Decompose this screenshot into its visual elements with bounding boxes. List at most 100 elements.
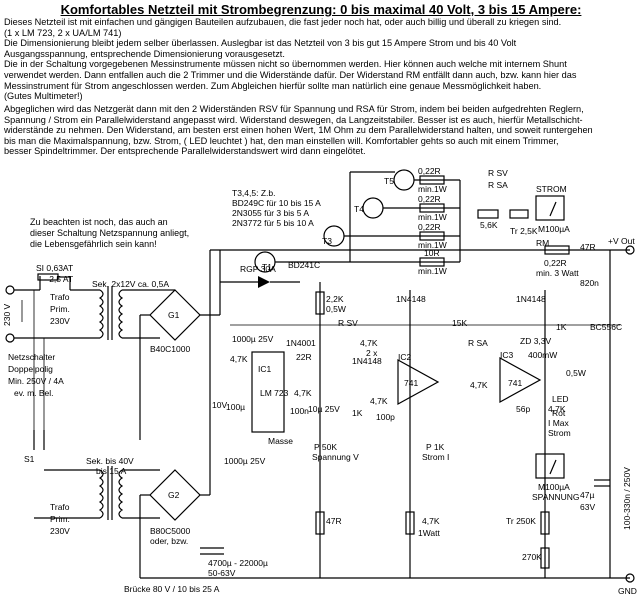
label-rot: Rot xyxy=(552,408,566,418)
label-g2: G2 xyxy=(168,490,180,500)
diode-rgp30a xyxy=(258,276,270,288)
label-b40: B40C1000 xyxy=(150,344,190,354)
label-rsa: R SA xyxy=(468,338,488,348)
safety-note: Zu beachten ist noch, das auch an dieser… xyxy=(30,217,190,249)
label-rm: RM xyxy=(536,238,549,248)
label-oder: oder, bzw. xyxy=(150,536,188,546)
meter-voltage xyxy=(535,453,565,479)
label-gnd: GND xyxy=(618,586,637,596)
label-bd241: BD241C xyxy=(288,260,320,270)
label-741b: 741 xyxy=(508,378,522,388)
label-sek2: Sek. bis 40V xyxy=(86,456,134,466)
label-rsv-legend: R SV xyxy=(488,168,508,178)
label-230v: 230 V xyxy=(2,303,12,326)
label-t1: T1 xyxy=(262,262,272,272)
vout-terminal[interactable] xyxy=(625,245,635,255)
label-1n4148a: 1N4148 xyxy=(396,294,426,304)
label-10v: 10V xyxy=(212,400,227,410)
ic2-741 xyxy=(397,358,440,406)
gnd-terminal[interactable] xyxy=(625,573,635,583)
label-rgp: RGP 30A xyxy=(240,264,276,274)
label-r47r-b: 47R xyxy=(326,516,342,526)
label-netz3: Min. 250V / 4A xyxy=(8,376,64,386)
label-lm723: LM 723 xyxy=(260,388,289,398)
label-t5: T5 xyxy=(384,176,394,186)
label-r22r: 22R xyxy=(296,352,312,362)
label-sek1: Sek. 2x12V ca. 0,5A xyxy=(92,279,169,289)
label-min1wd: min.1W xyxy=(418,266,447,276)
label-vout: +V Out xyxy=(608,236,635,246)
label-1n4148b: 1N4148 xyxy=(516,294,546,304)
transformer-2 xyxy=(34,466,160,520)
label-c100p: 100p xyxy=(376,412,395,422)
page-title: Komfortables Netzteil mit Strombegrenzun… xyxy=(60,2,582,17)
label-trlist3: 2N3055 für 3 bis 5 A xyxy=(232,208,309,218)
label-si2: - 2,5 AT xyxy=(44,274,73,284)
ic1-lm723 xyxy=(251,351,285,433)
label-min1wc: min.1W xyxy=(418,240,447,250)
label-w05: 0,5W xyxy=(326,304,346,314)
label-ic2: IC2 xyxy=(398,352,412,362)
label-r270: 270K xyxy=(522,552,542,562)
label-r47kc: 4,7K xyxy=(548,404,566,414)
label-led: LED xyxy=(552,394,569,404)
label-1watt: 1Watt xyxy=(418,528,441,538)
label-spannung-m: SPANNUNG xyxy=(532,492,580,502)
label-c4700: 4700µ - 22000µ xyxy=(208,558,268,568)
label-strom: Strom xyxy=(548,428,571,438)
label-rsv: R SV xyxy=(338,318,358,328)
label-230v-b: 230V xyxy=(50,316,70,326)
label-r47k-1: 4,7K xyxy=(360,338,378,348)
label-r15k: 15K xyxy=(452,318,467,328)
label-zd: ZD 3,3V xyxy=(520,336,552,346)
label-2x: 2 x xyxy=(366,348,378,358)
label-imax: I Max xyxy=(548,418,570,428)
label-r47kb: 4,7K xyxy=(470,380,488,390)
power-transistors xyxy=(254,169,461,273)
description-paragraph-2: Abgeglichen wird das Netzgerät dann mit … xyxy=(4,104,593,157)
transistor-t4 xyxy=(362,197,384,219)
ic3-741 xyxy=(499,356,542,404)
label-ic1: IC1 xyxy=(258,364,272,374)
label-t3: T3 xyxy=(322,236,332,246)
transformer-1 xyxy=(98,286,160,340)
label-netz1: Netzschalter xyxy=(8,352,55,362)
label-r47k-ic1: 4,7K xyxy=(230,354,248,364)
label-zd2: 400mW xyxy=(528,350,557,360)
label-r022a: 0,22R xyxy=(418,166,441,176)
label-c47: 47µ xyxy=(580,490,594,500)
label-r1kb: 1K xyxy=(352,408,363,418)
label-c10u: 10µ 25V xyxy=(308,404,340,414)
label-trlist2: BD249C für 10 bis 15 A xyxy=(232,198,321,208)
label-c100a: 100µ xyxy=(226,402,245,412)
label-r022c: 0,22R xyxy=(418,222,441,232)
label-trlist1: T3,4,5: Z.b. xyxy=(232,188,275,198)
label-r4k7-1w: 4,7K xyxy=(422,516,440,526)
label-t4: T4 xyxy=(354,204,364,214)
label-tr250: Tr 250K xyxy=(506,516,536,526)
bridge-rectifier-g2 xyxy=(139,250,211,578)
label-r47k-x: 4,7K xyxy=(294,388,312,398)
label-r56k: 5,6K xyxy=(480,220,498,230)
transistor-t5 xyxy=(393,169,415,191)
label-c1000: 1000µ 25V xyxy=(232,334,274,344)
label-1n4001: 1N4001 xyxy=(286,338,316,348)
shunt-rm xyxy=(544,245,570,255)
label-r4k7d: 4,7K xyxy=(370,396,388,406)
label-c4700b: 50-63V xyxy=(208,568,236,578)
label-c100n: 100n xyxy=(290,406,309,416)
label-min1wa: min.1W xyxy=(418,184,447,194)
label-spannung-v: Spannung V xyxy=(312,452,359,462)
label-r47r: 47R xyxy=(580,242,596,252)
mains-input xyxy=(5,273,100,450)
label-prim2: Prim. xyxy=(50,514,70,524)
label-c820: 820n xyxy=(580,278,599,288)
label-w05b: 0,5W xyxy=(566,368,586,378)
label-c47v: 63V xyxy=(580,502,595,512)
label-ic3: IC3 xyxy=(500,350,514,360)
label-s1: S1 xyxy=(24,454,35,464)
label-c1000b: 1000µ 25V xyxy=(224,456,266,466)
label-r22k: 2,2K xyxy=(326,294,344,304)
label-si: SI 0,63AT xyxy=(36,263,73,273)
